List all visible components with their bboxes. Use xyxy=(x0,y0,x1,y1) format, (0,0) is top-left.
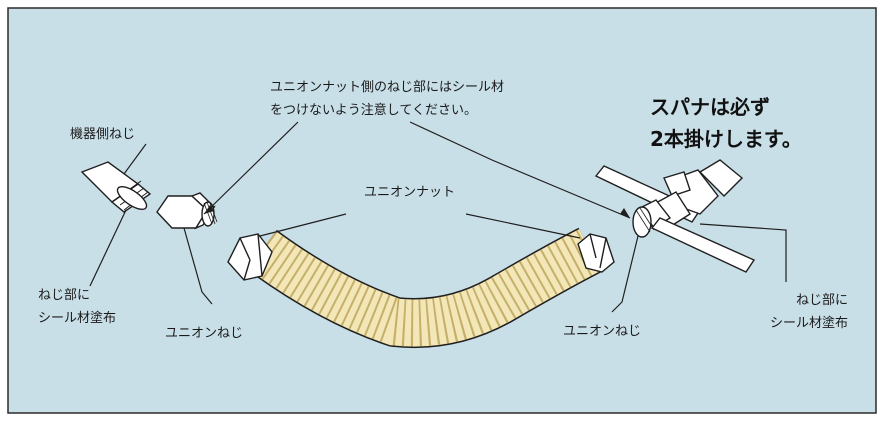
union-screw-fitting xyxy=(156,192,218,230)
label-union-screw-left: ユニオンねじ xyxy=(165,326,244,341)
label-union-screw-right: ユニオンねじ xyxy=(563,324,642,339)
leader-lines xyxy=(89,121,787,313)
label-spanner-line2: 2本掛けします。 xyxy=(650,127,802,151)
label-seal-left-line1: ねじ部に xyxy=(38,288,91,303)
union-nut-right xyxy=(577,233,615,273)
union-nut-left xyxy=(227,233,273,281)
label-seal-left-line2: シール材塗布 xyxy=(38,311,117,326)
arrow-heads xyxy=(204,205,630,218)
label-seal-right: ねじ部に シール材塗布 xyxy=(770,292,848,333)
label-seal-left: ねじ部に シール材塗布 xyxy=(38,287,116,328)
label-seal-right-line2: シール材塗布 xyxy=(770,316,849,331)
label-spanner-note: スパナは必ず 2本掛けします。 xyxy=(650,94,802,153)
label-caution-line2: をつけないよう注意してください。 xyxy=(270,103,477,118)
label-caution-line1: ユニオンナット側のねじ部にはシール材 xyxy=(270,80,505,95)
flexible-hose xyxy=(247,227,602,349)
equipment-side-pipe xyxy=(80,161,152,213)
label-spanner-line1: スパナは必ず xyxy=(650,95,770,119)
label-caution-note: ユニオンナット側のねじ部にはシール材 をつけないよう注意してください。 xyxy=(270,79,504,120)
spanner-lower xyxy=(650,217,756,273)
label-seal-right-line1: ねじ部に xyxy=(796,293,849,308)
label-union-nut: ユニオンナット xyxy=(364,185,456,200)
label-equipment-side-thread: 機器側ねじ xyxy=(70,127,136,142)
background-panel xyxy=(7,7,877,414)
